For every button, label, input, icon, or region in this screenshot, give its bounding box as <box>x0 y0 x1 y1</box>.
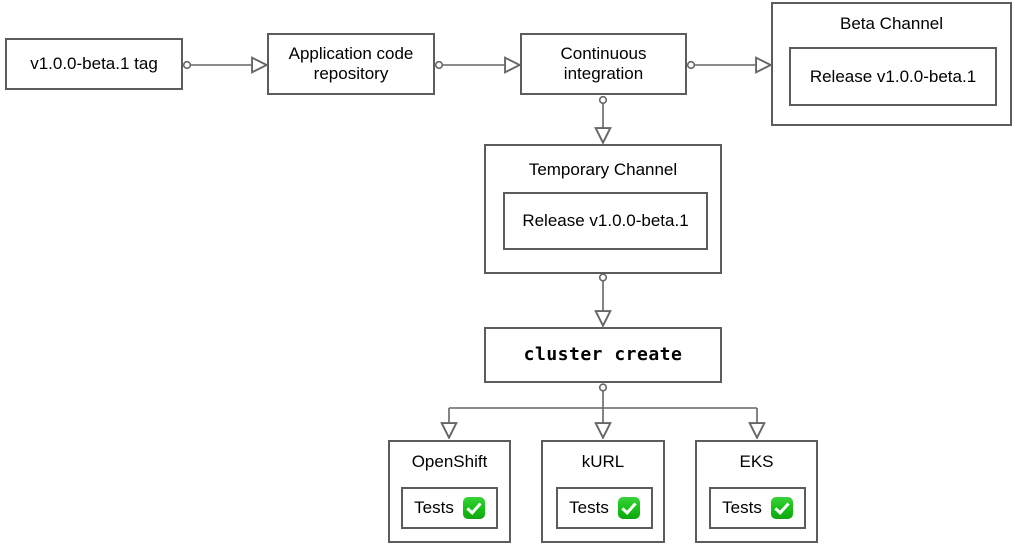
node-kurl[interactable]: kURL Tests <box>541 440 665 543</box>
node-application-code-repository-label: Application code repository <box>288 43 414 83</box>
node-temporary-channel[interactable]: Temporary Channel Release v1.0.0-beta.1 <box>484 144 722 274</box>
node-openshift-title: OpenShift <box>411 452 488 471</box>
node-openshift[interactable]: OpenShift Tests <box>388 440 511 543</box>
node-openshift-tests-label: Tests <box>414 498 454 517</box>
node-openshift-tests-box[interactable]: Tests <box>401 487 498 529</box>
node-kurl-tests-row: Tests <box>569 497 640 519</box>
node-cluster-create-label: cluster create <box>523 344 683 366</box>
node-kurl-title: kURL <box>581 452 625 471</box>
node-kurl-tests-label: Tests <box>569 498 609 517</box>
node-beta-channel[interactable]: Beta Channel Release v1.0.0-beta.1 <box>771 2 1012 126</box>
node-eks-tests-box[interactable]: Tests <box>709 487 806 529</box>
check-mark-icon <box>462 497 485 519</box>
node-openshift-tests-row: Tests <box>414 497 485 519</box>
node-temporary-channel-release-label: Release v1.0.0-beta.1 <box>522 211 689 230</box>
edge-repo-to-ci <box>434 62 519 69</box>
node-temporary-channel-release-box[interactable]: Release v1.0.0-beta.1 <box>503 192 708 250</box>
node-version-tag[interactable]: v1.0.0-beta.1 tag <box>5 38 183 90</box>
edge-cluster-create-branch <box>449 383 757 437</box>
edge-ci-to-temporary-channel <box>600 95 607 142</box>
node-beta-channel-release-box[interactable]: Release v1.0.0-beta.1 <box>789 47 997 106</box>
node-continuous-integration-label: Continuous integration <box>560 43 647 83</box>
node-eks-title: EKS <box>739 452 774 471</box>
node-eks[interactable]: EKS Tests <box>695 440 818 543</box>
edge-tag-to-repo <box>182 62 266 69</box>
node-temporary-channel-title: Temporary Channel <box>528 160 678 179</box>
node-beta-channel-title: Beta Channel <box>839 14 944 33</box>
node-beta-channel-release-label: Release v1.0.0-beta.1 <box>809 66 977 86</box>
check-mark-icon <box>617 497 640 519</box>
node-eks-tests-row: Tests <box>722 497 793 519</box>
edge-ci-to-beta-channel <box>686 62 770 69</box>
check-mark-icon <box>770 497 793 519</box>
node-version-tag-label: v1.0.0-beta.1 tag <box>30 53 158 73</box>
edge-temporary-channel-to-cluster-create <box>600 273 607 325</box>
node-application-code-repository[interactable]: Application code repository <box>267 33 435 95</box>
node-continuous-integration[interactable]: Continuous integration <box>520 33 687 95</box>
node-cluster-create[interactable]: cluster create <box>484 327 722 383</box>
node-eks-tests-label: Tests <box>722 498 762 517</box>
node-kurl-tests-box[interactable]: Tests <box>556 487 653 529</box>
